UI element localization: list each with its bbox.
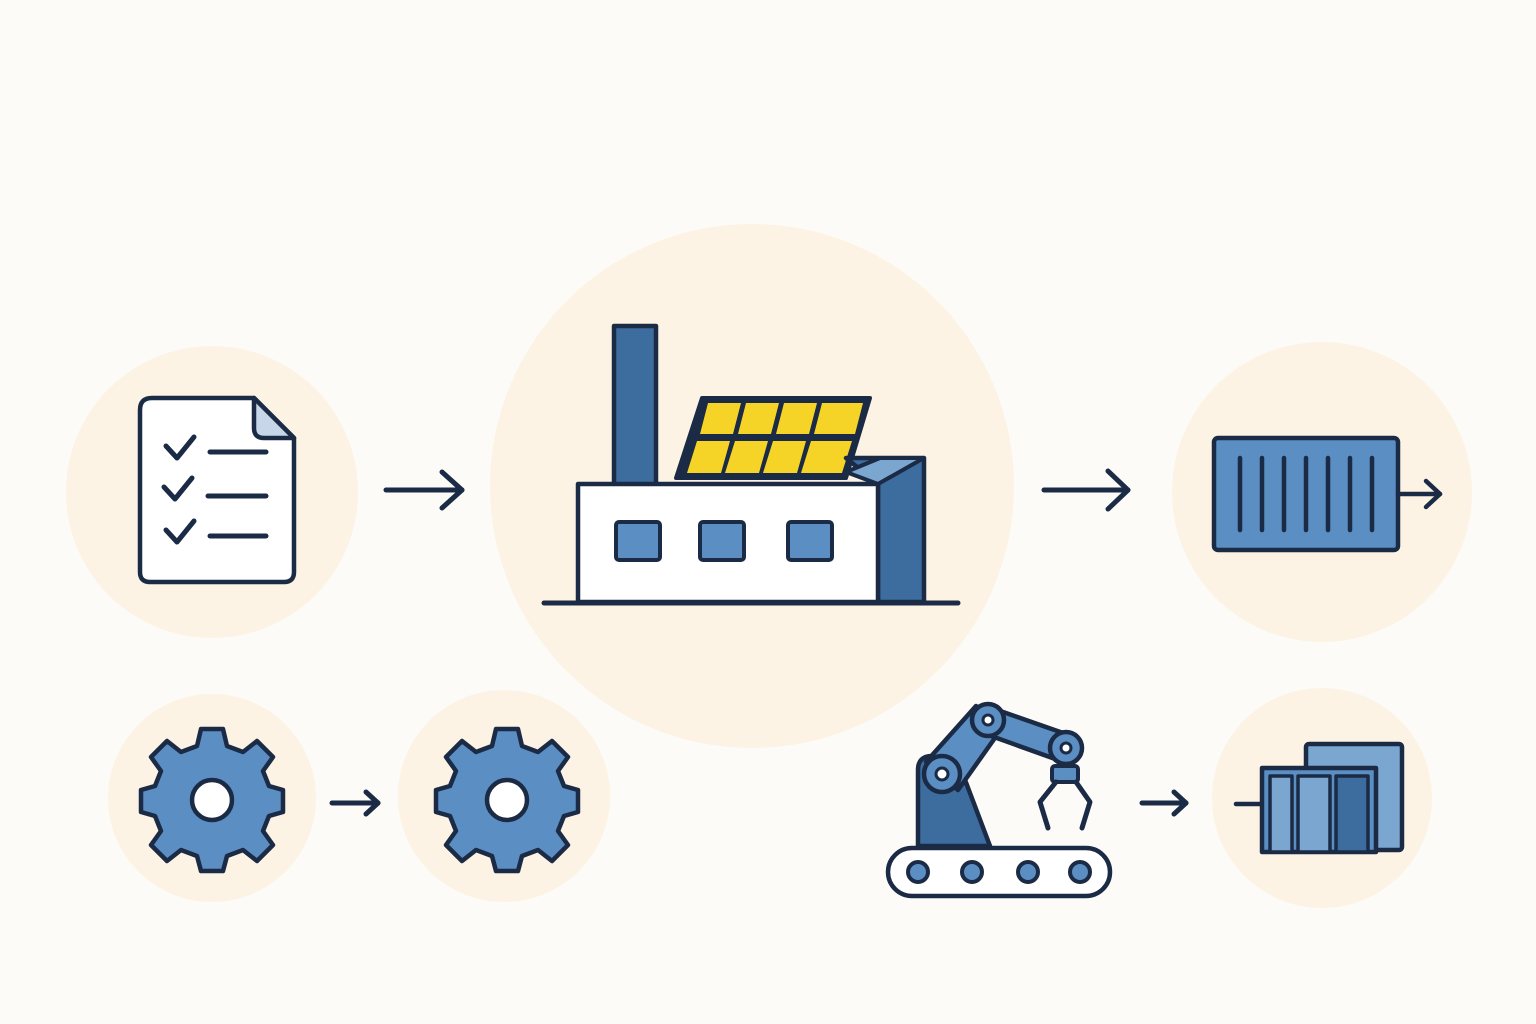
factory-chimney [611,323,659,489]
gear-icon [141,729,283,871]
arrow-robot-to-boxes [1139,789,1189,817]
robotic-arm-conveyor-icon [885,701,1113,899]
robot-gripper [1037,779,1093,831]
gear-icon [436,729,578,871]
robot-wrist [1050,764,1080,784]
arrow-checklist-to-factory [383,469,465,511]
checklist-document-icon [137,395,297,585]
solar-factory-icon [541,323,961,606]
factory-window [614,520,662,562]
shipping-container-icon [1211,435,1443,553]
flow-arrows [329,468,1189,817]
factory-roof-edge [844,456,926,486]
factory-window [698,520,746,562]
conveyor-rollers [906,860,1092,884]
factory-window [786,520,834,562]
arrow-gear-to-gear [329,789,381,817]
stacked-boxes-icon [1233,741,1405,855]
conveyor-belt [885,845,1113,899]
solar-panel [674,396,872,480]
arrow-factory-to-container [1041,468,1131,512]
